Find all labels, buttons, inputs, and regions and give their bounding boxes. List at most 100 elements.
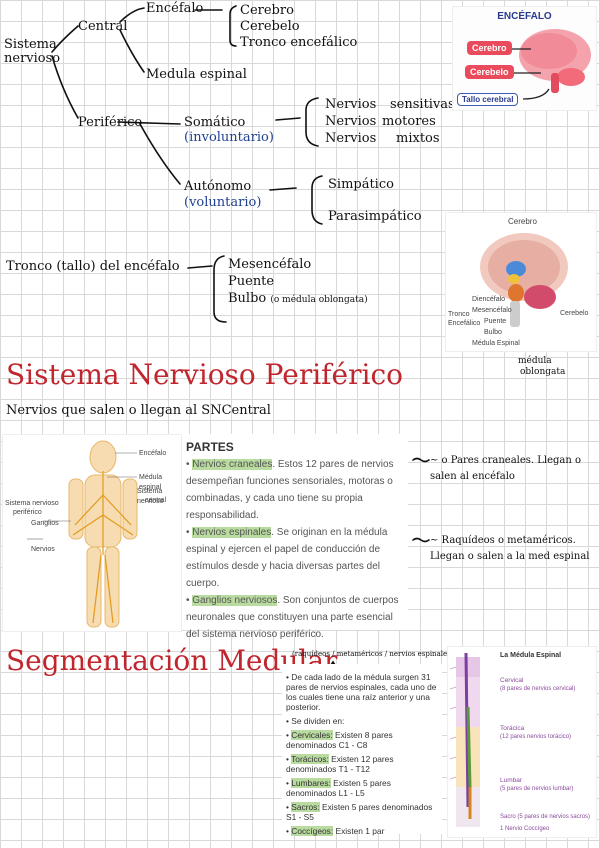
cervicales-hl: Cervicales: [291,730,333,740]
encefalo-card-title: ENCÉFALO [497,11,552,22]
bulbo-text: Bulbo [228,291,267,306]
bulbo-label: Bulbo (o médula oblongata) [228,292,368,307]
toracica-label: Torácica [500,725,525,732]
mixtos-label: mixtos [396,131,440,146]
sistema-label: Sistema [4,37,57,52]
bulbo-small: Bulbo [484,329,502,336]
bulbo-note: (o médula oblongata) [270,295,368,305]
partes-item-3-text: . Son conjuntos de cuerpos neuronales qu… [186,595,399,640]
medula-espinal-small: Médula espinal [139,474,162,491]
seg-sacros: • Sacros: Existen 5 pares denominados S1… [286,802,433,822]
cerebro-tag: Cerebro [467,41,512,55]
puente-label: Puente [228,274,275,289]
partes-item-3: • Ganglios nerviosos. Son conjuntos de c… [186,595,399,640]
encefalo-card: ENCÉFALO Cerebro Cerebelo Tallo cerebral [452,6,597,111]
coccigeos-text: Existen 1 par [333,826,385,836]
cervicales-text: Existen 8 pares denominados C1 - C8 [286,730,393,750]
mesencefalo-label: Mesencéfalo [228,257,312,272]
ganglios-hl: Ganglios nerviosos [192,595,278,606]
medula-espinal-label: Medula espinal [146,67,247,82]
puente-small: Puente [484,318,507,325]
nervios-1: Nervios [325,97,377,112]
nervios-small: Nervios [31,546,55,553]
spine-card: La Médula Espinal Cervical (8 pares de n… [447,646,597,838]
periferico-label: Periférico [78,115,143,130]
lumbares-hl: Lumbares: [291,778,331,788]
segmentacion-list: • De cada lado de la médula surgen 31 pa… [286,672,438,836]
cervical-label: Cervical [500,677,524,684]
note-craneales-1: ~ o Pares craneales. Llegan o [430,455,582,466]
seg-item-1: • De cada lado de la médula surgen 31 pa… [286,672,437,712]
spine-title: La Médula Espinal [500,652,562,659]
note-raquideos-1: ~ Raquídeos o metaméricos. [430,535,576,546]
simpatico-label: Simpático [328,177,394,192]
spine-icon [449,652,480,827]
human-body-icon [27,440,138,628]
central-label: Central [78,19,128,34]
snp-small-2: periférico [13,509,42,516]
diencefalo-small: Diencéfalo [472,296,506,303]
lumbar-label: Lumbar [500,777,523,784]
medula-small: Médula Espinal [472,340,520,347]
motores-label: motores [382,114,436,129]
segmentacion-card: • De cada lado de la médula surgen 31 pa… [282,664,442,836]
cerebelo-small: Cerebelo [560,310,589,317]
snp-subtitle: Nervios que salen o llegan al SNCentral [6,403,271,418]
cervical-sub: (8 pares de nervios cervical) [500,686,576,692]
lumbar-sub: (5 pares de nervios lumbar) [500,786,574,792]
snc-small-2: central [145,497,167,504]
partes-title: PARTES [186,440,234,454]
toracicos-hl: Torácicos: [291,754,329,764]
nervios-craneales-hl: Nervios craneales [192,459,273,470]
partes-card: PARTES • Nervios craneales. Estos 12 par… [182,434,408,640]
tronco-small-2: Encefálico [448,320,481,327]
sensitivas-label: sensitivas [390,97,455,112]
snp-title: Sistema Nervioso Periférico [6,358,403,391]
toracica-sub: (12 pares nervios torácico) [500,734,572,740]
body-card: Encéfalo Médula espinal Sistema nervioso… [2,434,182,632]
coccigeos-hl: Coccígeos: [291,826,334,836]
seg-cervicales: • Cervicales: Existen 8 pares denominado… [286,730,393,750]
cerebro-small: Cerebro [508,217,537,226]
tronco-encefalico-label: Tronco encefálico [240,35,358,50]
seg-item-2-text: Se dividen en: [291,716,345,726]
seg-toracicos: • Torácicos: Existen 12 pares denominado… [286,754,394,774]
nervios-3: Nervios [325,131,377,146]
nervios-espinales-hl: Nervios espinales [192,527,272,538]
seg-coccigeos: • Coccígeos: Existen 1 par [286,826,385,836]
medula-note-2: oblongata [520,367,566,377]
tronco-small-1: Tronco [448,311,470,318]
sacro-label: Sacro (5 pares de nervios sacros) [500,814,591,820]
tronco-tallo-label: Tronco (tallo) del encéfalo [6,259,180,274]
nervios-2: Nervios [325,114,377,129]
segmentacion-note: (raquídeos / metaméricos / nervios espin… [292,650,454,658]
note-raquideos-2: Llegan o salen a la med espinal [430,551,590,562]
involuntario-label: (involuntario) [184,130,274,145]
lumbares-text: Existen 5 pares denominados L1 - L5 [286,778,391,798]
seg-lumbares: • Lumbares: Existen 5 pares denominados … [286,778,391,798]
encefalo-small: Encéfalo [139,450,167,457]
medula-note-1: médula [518,356,552,366]
sacros-hl: Sacros: [291,802,320,812]
parasimpatico-label: Parasimpático [328,209,422,224]
cerebelo-tag: Cerebelo [465,65,514,79]
encefalo-label: Encéfalo [146,1,204,16]
partes-item-1-text: . Estos 12 pares de nervios desempeñan f… [186,459,394,521]
partes-list: • Nervios craneales. Estos 12 pares de n… [186,456,404,643]
nervioso-label: nervioso [4,51,61,66]
mesencefalo-small: Mesencéfalo [472,307,512,314]
snp-small-1: Sistema nervioso [5,500,59,507]
autonomo-label: Autónomo [184,179,252,194]
coccigeo-label: 1 Nervio Coccígeo [500,826,550,832]
seg-item-2: • Se dividen en: [286,716,345,726]
cerebelo-label: Cerebelo [240,19,300,34]
tallo-tag: Tallo cerebral [457,93,519,106]
partes-item-2: • Nervios espinales. Se originan en la m… [186,527,388,589]
seg-item-1-text: De cada lado de la médula surgen 31 pare… [286,672,437,712]
partes-item-1: • Nervios craneales. Estos 12 pares de n… [186,459,394,521]
partes-item-2-text: . Se originan en la médula espinal y eje… [186,527,388,589]
ganglios-small: Ganglios [31,520,59,527]
snc-small-1: Sistema nervioso [137,488,164,505]
cerebro-label: Cerebro [240,3,294,18]
